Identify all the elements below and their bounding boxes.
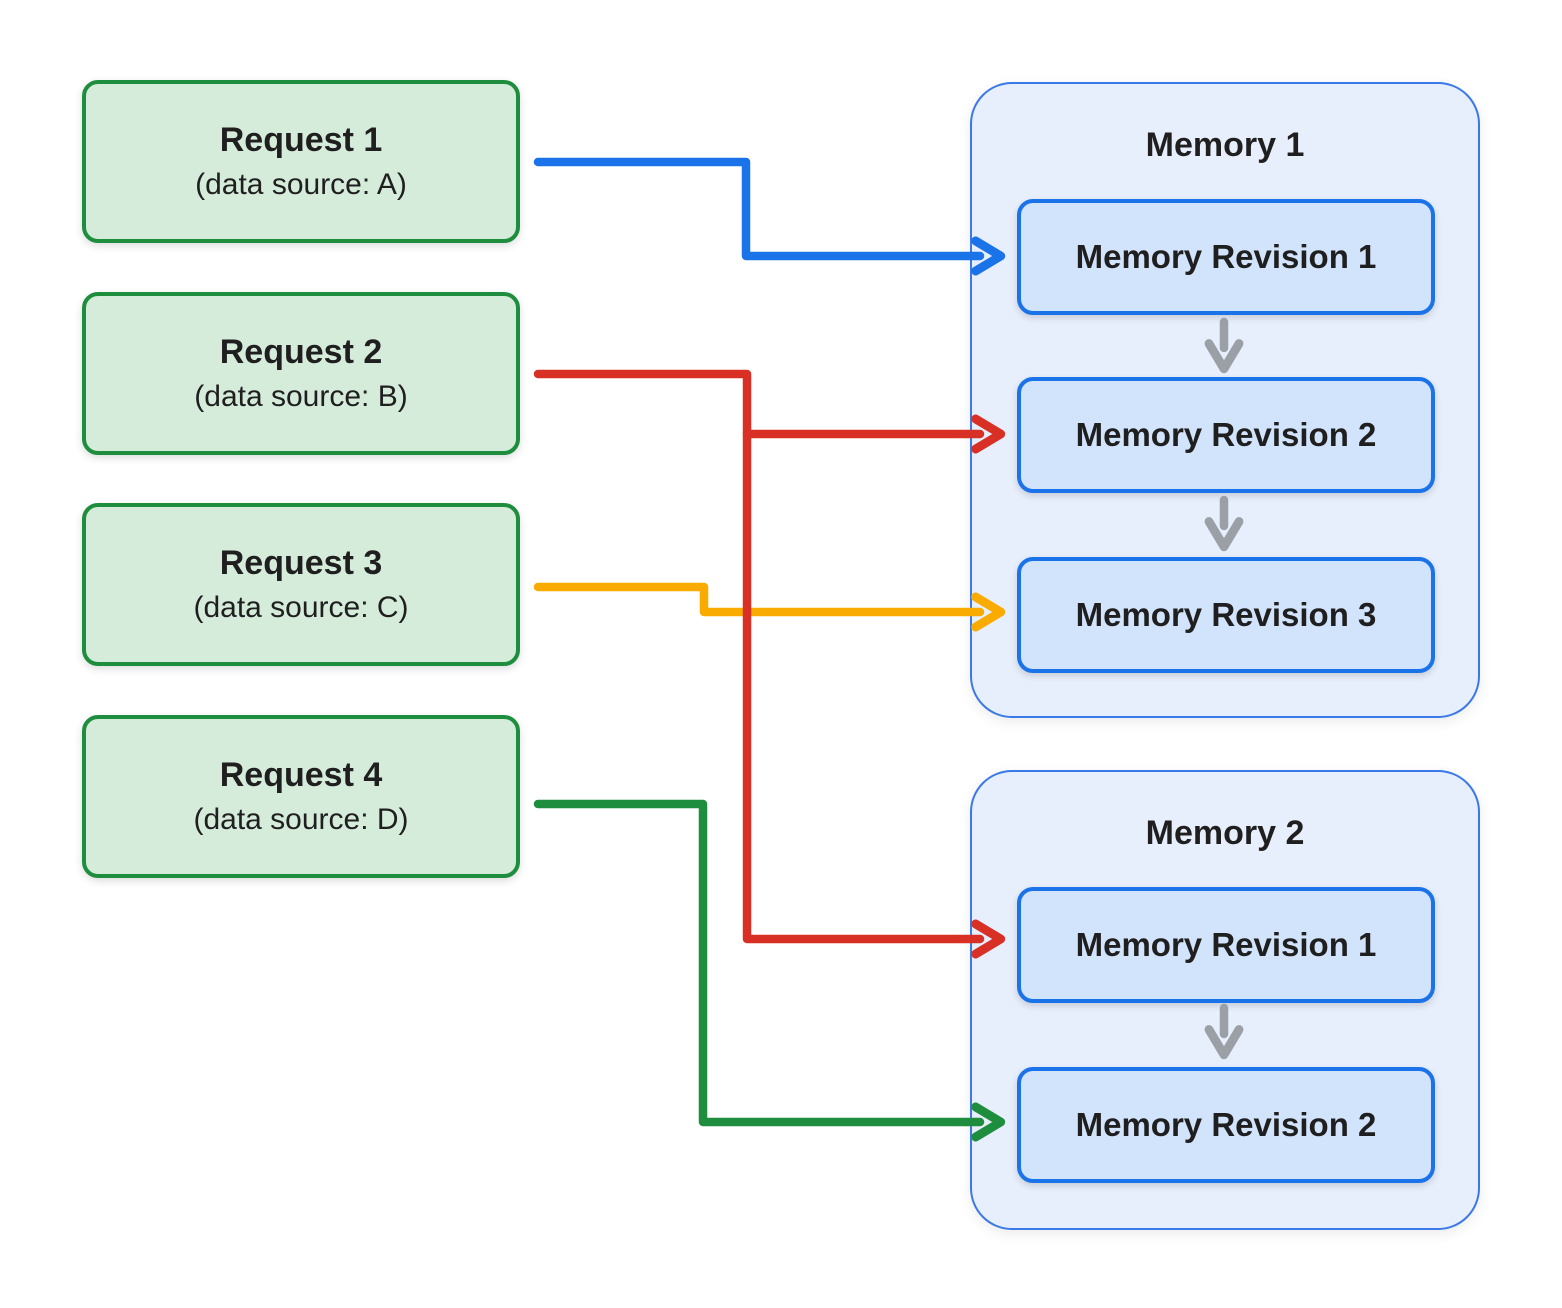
connector-request2-to-memory2-revision1	[742, 429, 1006, 959]
request-2-title: Request 2	[219, 333, 383, 372]
request-2-box: Request 2 (data source: B)	[82, 292, 520, 455]
request-1-title: Request 1	[219, 121, 383, 160]
memory-1-title: Memory 1	[1145, 126, 1305, 164]
memory-1-revision-3-label: Memory Revision 3	[1075, 596, 1377, 633]
memory-1-revision-2-box: Memory Revision 2	[1017, 377, 1435, 493]
memory-1-revision-3-box: Memory Revision 3	[1017, 557, 1435, 673]
memory-2-container: Memory 2 Memory Revision 1 Memory Revisi…	[970, 770, 1480, 1230]
request-3-box: Request 3 (data source: C)	[82, 503, 520, 666]
request-4-title: Request 4	[219, 756, 383, 795]
request-2-subtitle: (data source: B)	[194, 379, 408, 413]
memory-2-revision-2-box: Memory Revision 2	[1017, 1067, 1435, 1183]
memory-1-revision-1-label: Memory Revision 1	[1075, 238, 1377, 275]
request-3-subtitle: (data source: C)	[193, 590, 409, 624]
memory-2-revision-2-label: Memory Revision 2	[1075, 1106, 1377, 1143]
request-1-subtitle: (data source: A)	[195, 167, 407, 201]
memory-1-revision-2-label: Memory Revision 2	[1075, 416, 1377, 453]
memory-1-revision-1-box: Memory Revision 1	[1017, 199, 1435, 315]
connector-request2-to-memory1-revision2	[533, 369, 1006, 454]
memory-2-revision-1-label: Memory Revision 1	[1075, 926, 1377, 963]
request-3-title: Request 3	[219, 544, 383, 583]
connector-request1-to-memory1-revision1	[533, 157, 1006, 276]
request-4-box: Request 4 (data source: D)	[82, 715, 520, 878]
connector-request4-to-memory2-revision2	[533, 799, 1006, 1142]
memory-2-revision-1-box: Memory Revision 1	[1017, 887, 1435, 1003]
memory-1-container: Memory 1 Memory Revision 1 Memory Revisi…	[970, 82, 1480, 718]
request-1-box: Request 1 (data source: A)	[82, 80, 520, 243]
request-4-subtitle: (data source: D)	[193, 802, 409, 836]
connector-request3-to-memory1-revision3	[533, 582, 1006, 632]
memory-2-title: Memory 2	[1145, 814, 1305, 852]
